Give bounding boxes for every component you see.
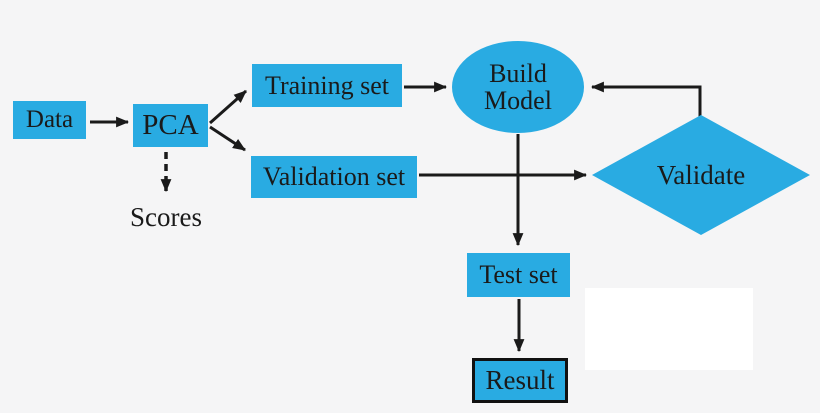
edge-pca-validation bbox=[209, 125, 246, 152]
data-node-label: Data bbox=[25, 105, 74, 133]
edge-validate-buildmodel bbox=[590, 81, 702, 117]
test-set-node-label: Test set bbox=[479, 260, 558, 290]
validation-set-node-label: Validation set bbox=[262, 162, 406, 192]
validate-node-label: Validate bbox=[656, 159, 746, 190]
build-model-node-label: Build Model bbox=[484, 58, 552, 115]
pca-node: PCA bbox=[133, 104, 208, 147]
result-node-label: Result bbox=[485, 365, 555, 396]
training-set-node-label: Training set bbox=[265, 70, 389, 100]
build-model-node: Build Model bbox=[452, 41, 584, 133]
validate-node: Validate bbox=[592, 115, 810, 235]
training-set-node: Training set bbox=[252, 64, 402, 107]
data-node: Data bbox=[13, 101, 86, 139]
validation-set-node: Validation set bbox=[251, 156, 417, 198]
result-node: Result bbox=[472, 358, 568, 403]
pca-node-label: PCA bbox=[142, 109, 199, 142]
edge-pca-training bbox=[209, 89, 247, 125]
scores-label: Scores bbox=[130, 201, 202, 232]
test-set-node: Test set bbox=[467, 253, 570, 297]
white-patch-rectangle bbox=[585, 288, 753, 370]
